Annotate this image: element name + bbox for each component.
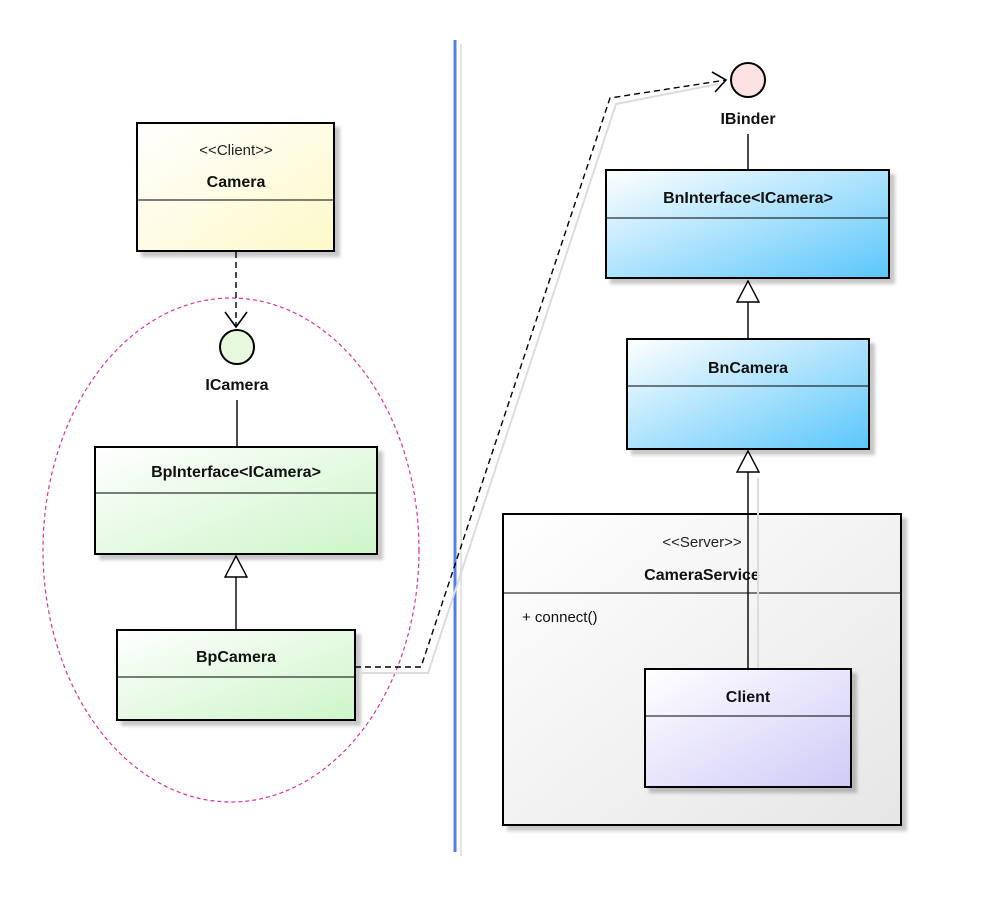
client-class-name: Client	[726, 689, 771, 706]
ibinder-interface-icon	[730, 62, 766, 98]
bn-interface-class-name: BnInterface<ICamera>	[663, 190, 833, 207]
class-bn-interface[interactable]	[605, 169, 890, 279]
client-process-boundary	[42, 297, 420, 803]
inheritance-arrowhead	[735, 279, 761, 303]
dependency-bpcamera-ibinder-shadow	[360, 83, 719, 674]
dependency-arrowhead-ibinder	[711, 71, 728, 93]
dependency-arrowhead	[224, 311, 248, 329]
camera-class-name: Camera	[207, 174, 266, 191]
class-bp-camera[interactable]	[116, 629, 356, 721]
inheritance-arrowhead	[223, 554, 249, 578]
inheritance-arrowhead	[735, 449, 761, 473]
class-client[interactable]	[644, 668, 852, 788]
connect-operation: + connect()	[522, 609, 597, 626]
camera-stereotype: <<Client>>	[199, 142, 273, 159]
bn-camera-class-name: BnCamera	[708, 360, 788, 377]
icamera-interface-label: ICamera	[205, 377, 268, 394]
bp-interface-class-name: BpInterface<ICamera>	[151, 464, 321, 481]
camera-service-stereotype: <<Server>>	[662, 534, 741, 551]
bp-camera-class-name: BpCamera	[196, 649, 276, 666]
class-camera[interactable]	[136, 122, 335, 252]
camera-service-class-name: CameraService	[644, 567, 760, 584]
dependency-bpcamera-ibinder	[355, 79, 727, 668]
class-bn-camera[interactable]	[626, 338, 870, 450]
ibinder-interface-label: IBinder	[720, 111, 775, 128]
icamera-interface-icon	[219, 329, 255, 365]
class-bp-interface[interactable]	[94, 446, 378, 555]
